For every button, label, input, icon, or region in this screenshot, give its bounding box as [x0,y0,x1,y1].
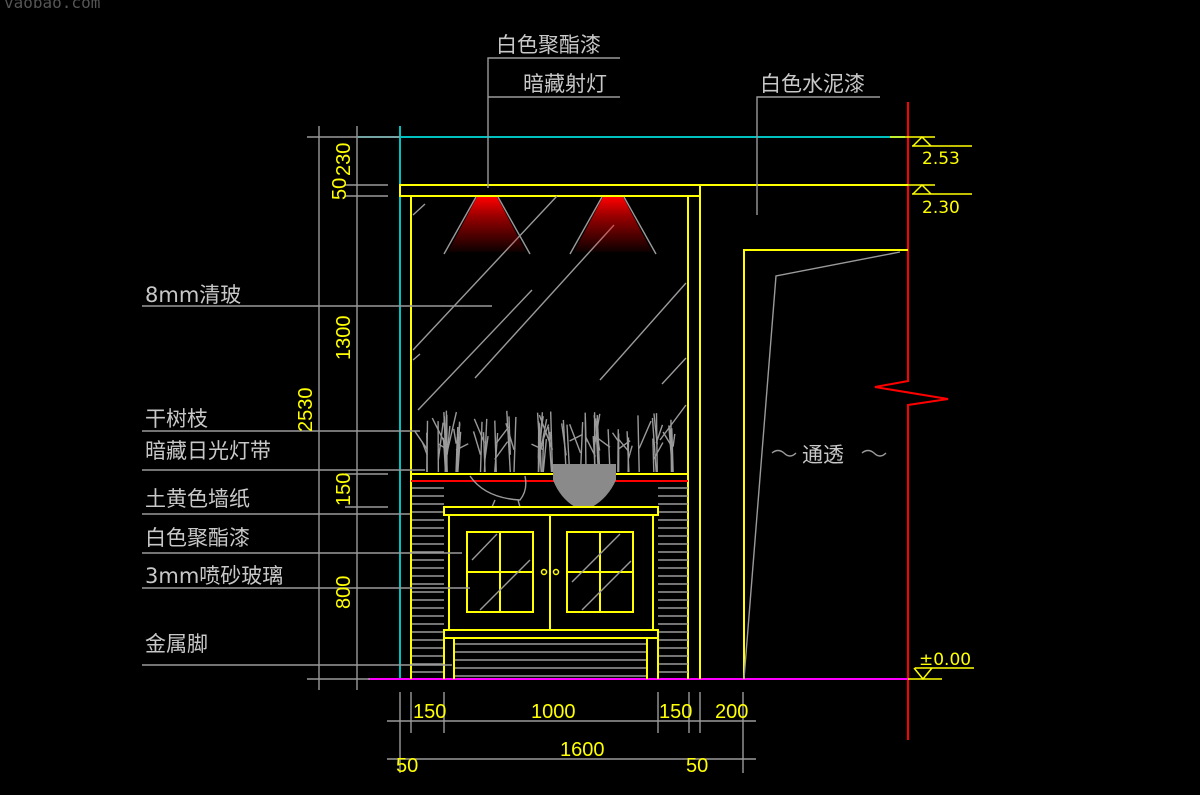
spotlight-left [443,196,531,255]
dim-230: 230 [333,143,355,176]
watermark-text: vaobao.com [4,0,100,12]
dim-1000: 1000 [531,701,576,723]
opening-perspective [743,251,901,680]
dim-150-right: 150 [659,701,692,723]
dim-800: 800 [333,576,355,609]
label-hidden-spotlight: 暗藏射灯 [523,72,607,96]
dim-50-left: 50 [396,755,418,777]
elevation-mark-000 [908,667,974,681]
left-label-4: 白色聚酯漆 [145,526,250,550]
left-label-6: 金属脚 [145,632,208,656]
dim-2530: 2530 [295,388,317,433]
opening-frame [743,249,908,679]
elevation-mark-230 [890,183,972,195]
cabinet [443,506,659,679]
dim-150-vertical: 150 [333,473,355,506]
bowl-decor [469,475,527,508]
break-line [874,102,949,740]
left-label-2: 暗藏日光灯带 [145,439,271,463]
label-polyester-paint-top: 白色聚酯漆 [496,33,601,57]
left-label-3: 土黄色墙纸 [145,487,250,511]
elevation-2-53: 2.53 [922,149,960,169]
dim-200: 200 [715,701,748,723]
top-beam [399,184,701,197]
elevation-2-30: 2.30 [922,198,960,218]
vase-decor [553,464,616,507]
elevation-0-00: ±0.00 [919,650,971,670]
cabinet-glass-door-right [566,531,634,613]
glass-hatch [412,195,687,441]
wallpaper-hatch [412,487,688,677]
left-label-5: 3mm喷砂玻璃 [145,564,283,588]
door-knob-left [540,568,548,576]
dim-50: 50 [329,178,351,200]
label-transparent: 通透 [802,443,844,467]
elevation-mark-253 [890,135,972,147]
dim-50-right: 50 [686,755,708,777]
dim-150-left: 150 [413,701,446,723]
transparent-wave [771,449,887,457]
cabinet-glass-door-left [466,531,534,613]
leader-polyester-paint [487,57,620,188]
door-knob-right [552,568,560,576]
horizontal-dimension-lines [387,692,756,773]
leader-cement-paint [756,96,880,215]
dry-branches [413,410,676,473]
dim-1300: 1300 [333,316,355,361]
left-label-1: 干树枝 [145,407,208,431]
left-label-0: 8mm清玻 [145,283,241,307]
label-cement-paint: 白色水泥漆 [760,72,865,96]
spotlight-right [569,196,657,255]
dim-1600: 1600 [560,739,605,761]
vertical-dimension-lines [307,126,400,690]
